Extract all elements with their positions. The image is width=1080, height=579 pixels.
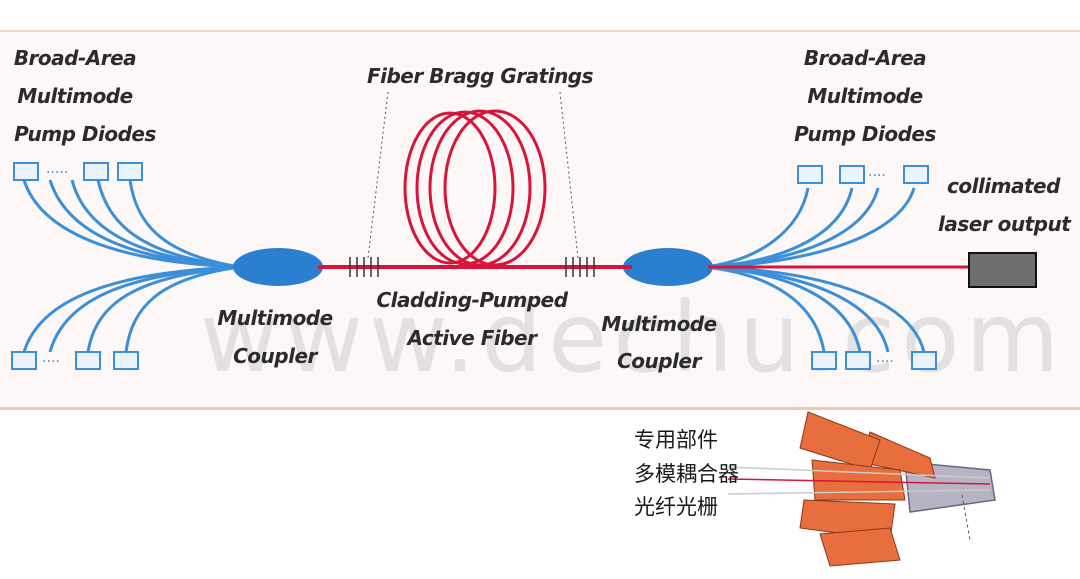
pump-diodes-left-bottom [11,351,139,370]
output-label-2: laser output [938,212,1071,236]
pump-label-right-2: Multimode [807,84,923,108]
fbg-leader-right [559,91,579,259]
active-fiber-label-1: Cladding-Pumped [376,288,568,312]
output-label-1: collimated [947,174,1060,198]
pump-label-right-1: Broad-Area [803,46,927,70]
pump-label-right-3: Pump Diodes [794,122,936,146]
pump-label-left-1: Broad-Area [13,46,137,70]
legend-cn-3: 光纤光栅 [634,495,718,519]
ellipsis-right-top: ···· [868,168,886,184]
fbg-right-grating [565,257,595,277]
legend-cn-2: 多模耦合器 [634,462,739,486]
fbg-left-grating [349,257,379,277]
coupler-right-label-1: Multimode [601,312,717,336]
fbg-label: Fiber Bragg Gratings [366,64,594,88]
watermark: www.dechu.com [200,282,1066,394]
pump-diodes-right-top [797,165,929,184]
coupler-left-label-2: Coupler [233,344,317,368]
active-fiber-label-2: Active Fiber [407,326,537,350]
legend-cn-1: 专用部件 [634,428,718,452]
coupler-left-body [233,248,323,286]
pump-diodes-right-bottom [811,351,937,370]
ellipsis-left-top: ····· [46,165,68,181]
coupler-right-label-2: Coupler [617,349,701,373]
coupler-left-label-1: Multimode [217,306,333,330]
right-fiber-bundle [704,187,926,353]
ellipsis-right-bottom: ···· [876,354,894,370]
fbg-leader-left [367,91,389,259]
cable-illustration [727,411,996,567]
collimator-box [968,252,1037,288]
pump-label-left-2: Multimode [17,84,133,108]
left-fiber-bundle [22,179,241,353]
pump-label-left-3: Pump Diodes [14,122,156,146]
ellipsis-left-bottom: ···· [42,354,60,370]
fiber-coil [403,109,547,267]
coupler-right-body [623,248,713,286]
pump-diodes-left-top [13,162,143,181]
